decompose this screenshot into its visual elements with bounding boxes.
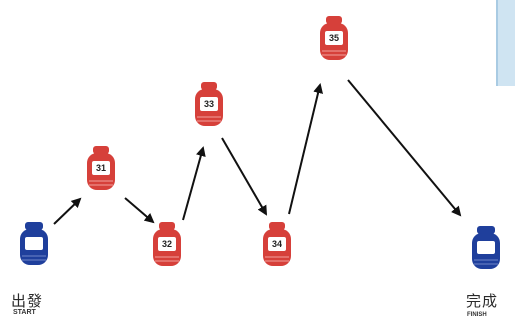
arrow-33-to-34	[221, 137, 268, 216]
checkpoint-34-number: 34	[272, 239, 282, 249]
checkpoint-32: 32	[153, 222, 181, 266]
checkpoint-35: 35	[320, 16, 348, 60]
finish-label-en: FINISH	[467, 312, 487, 318]
checkpoint-35-number: 35	[329, 33, 339, 43]
arrow-35-to-finish	[347, 79, 462, 217]
finish-marker	[472, 226, 500, 269]
checkpoint-32-number: 32	[162, 239, 172, 249]
route-arrows	[53, 79, 462, 225]
checkpoint-33-number: 33	[204, 99, 214, 109]
start-label-en: START	[13, 309, 36, 316]
start-label-cn: 出發	[11, 292, 44, 310]
arrow-34-to-35	[288, 83, 323, 215]
side-panel	[496, 0, 515, 86]
checkpoint-33: 33	[195, 82, 223, 126]
checkpoint-34: 34	[263, 222, 291, 266]
checkpoint-31: 31	[87, 146, 115, 190]
checkpoint-31-number: 31	[96, 163, 106, 173]
arrow-start-to-31	[53, 197, 82, 225]
finish-label-cn: 完成	[466, 292, 499, 310]
start-marker	[20, 222, 48, 265]
arrow-32-to-33	[182, 146, 206, 221]
arrow-31-to-32	[124, 197, 155, 224]
